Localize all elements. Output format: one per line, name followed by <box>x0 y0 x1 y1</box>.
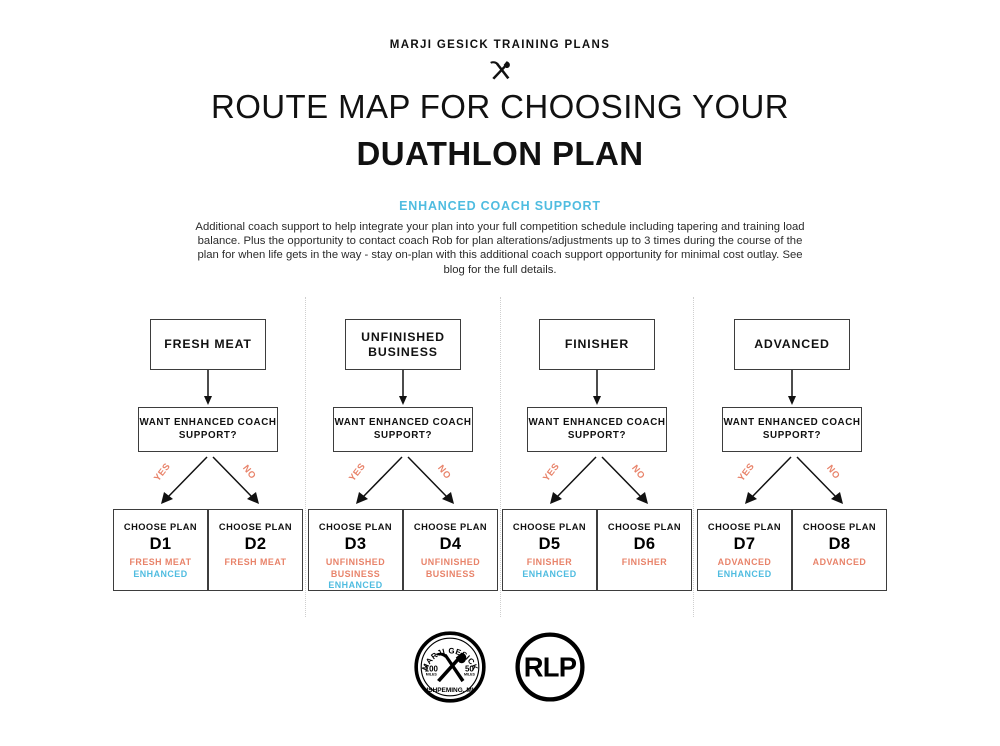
page-title-line1: ROUTE MAP FOR CHOOSING YOUR <box>211 88 789 125</box>
arrow-no-finisher <box>601 456 648 504</box>
footer-logos: MARJI GESICK 100 MILES 50 MILES ISHPEMIN… <box>0 631 1000 703</box>
plan-tag: UNFINISHED BUSINESS <box>325 557 386 579</box>
arrow-down-advanced <box>788 370 796 405</box>
start-node-advanced[interactable]: ADVANCED <box>734 319 850 370</box>
plan-enhanced-tag: ENHANCED <box>328 580 383 590</box>
marji-gesick-logo: MARJI GESICK 100 MILES 50 MILES ISHPEMIN… <box>414 631 486 703</box>
arrow-down-finisher <box>593 370 601 405</box>
plan-code: D6 <box>633 535 656 553</box>
plan-code: D1 <box>149 535 172 553</box>
marji-gesick-right-number: 50 <box>465 664 474 673</box>
arrow-no-advanced <box>796 456 843 504</box>
decision-node-advanced[interactable]: WANT ENHANCED COACH SUPPORT? <box>722 407 862 452</box>
plan-enhanced-tag: ENHANCED <box>133 568 188 579</box>
marji-gesick-left-unit: MILES <box>426 673 438 677</box>
plan-code: D2 <box>244 535 267 553</box>
plan-code: D7 <box>733 535 756 553</box>
plan-tag: FRESH MEAT <box>129 557 192 567</box>
plan-card-d1[interactable]: CHOOSE PLAN D1 FRESH MEAT ENHANCED <box>113 509 208 591</box>
plan-card-d8[interactable]: CHOOSE PLAN D8 ADVANCED <box>792 509 887 591</box>
decision-node-fresh-meat[interactable]: WANT ENHANCED COACH SUPPORT? <box>138 407 278 452</box>
plan-card-d6[interactable]: CHOOSE PLAN D6 FINISHER <box>597 509 692 591</box>
plan-tag: FINISHER <box>621 557 668 567</box>
arrow-no-fresh-meat <box>212 456 259 504</box>
marji-gesick-left-number: 100 <box>425 664 439 673</box>
plan-choose-label: CHOOSE PLAN <box>413 522 488 532</box>
start-node-fresh-meat[interactable]: FRESH MEAT <box>150 319 266 370</box>
page-kicker: MARJI GESICK TRAINING PLANS <box>389 39 611 51</box>
plan-choose-label: CHOOSE PLAN <box>707 522 782 532</box>
rlp-logo: RLP <box>515 632 585 702</box>
column-divider-2 <box>500 297 501 617</box>
arrow-down-fresh-meat <box>204 370 212 405</box>
plan-tag: UNFINISHED BUSINESS <box>420 557 481 579</box>
plan-code: D5 <box>538 535 561 553</box>
column-divider-3 <box>693 297 694 617</box>
enhanced-coach-support-heading: ENHANCED COACH SUPPORT <box>399 199 601 214</box>
plan-card-d3[interactable]: CHOOSE PLAN D3 UNFINISHED BUSINESS ENHAN… <box>308 509 403 591</box>
plan-choose-label: CHOOSE PLAN <box>318 522 393 532</box>
page-header: MARJI GESICK TRAINING PLANS ROUTE MAP FO… <box>0 39 1000 277</box>
plan-tag: ADVANCED <box>812 557 867 567</box>
plan-code: D8 <box>828 535 851 553</box>
plan-tag: FINISHER <box>526 557 573 567</box>
plan-code: D4 <box>439 535 462 553</box>
plan-card-d2[interactable]: CHOOSE PLAN D2 FRESH MEAT <box>208 509 303 591</box>
arrow-no-unfinished-business <box>407 456 454 504</box>
enhanced-coach-support-description: Additional coach support to help integra… <box>195 221 805 276</box>
page-title-line2: DUATHLON PLAN <box>356 134 644 172</box>
plan-card-d7[interactable]: CHOOSE PLAN D7 ADVANCED ENHANCED <box>697 509 792 591</box>
plan-tag: FRESH MEAT <box>224 557 287 567</box>
column-divider-1 <box>305 297 306 617</box>
plan-choose-label: CHOOSE PLAN <box>802 522 877 532</box>
marji-gesick-right-unit: MILES <box>464 673 476 677</box>
plan-choose-label: CHOOSE PLAN <box>218 522 293 532</box>
start-node-unfinished-business[interactable]: UNFINISHED BUSINESS <box>345 319 461 370</box>
plan-choose-label: CHOOSE PLAN <box>512 522 587 532</box>
rlp-logo-text: RLP <box>524 651 577 682</box>
arrow-yes-advanced <box>745 456 792 504</box>
plan-card-d4[interactable]: CHOOSE PLAN D4 UNFINISHED BUSINESS <box>403 509 498 591</box>
plan-card-d5[interactable]: CHOOSE PLAN D5 FINISHER ENHANCED <box>502 509 597 591</box>
arrow-yes-finisher <box>550 456 597 504</box>
plan-enhanced-tag: ENHANCED <box>717 568 772 579</box>
plan-enhanced-tag: ENHANCED <box>522 568 577 579</box>
start-node-finisher[interactable]: FINISHER <box>539 319 655 370</box>
decision-node-unfinished-business[interactable]: WANT ENHANCED COACH SUPPORT? <box>333 407 473 452</box>
route-map-flowchart: FRESH MEAT WANT ENHANCED COACH SUPPORT? … <box>0 39 1000 746</box>
arrow-yes-fresh-meat <box>161 456 208 504</box>
plan-choose-label: CHOOSE PLAN <box>123 522 198 532</box>
marji-gesick-location: ISHPEMING, MI <box>426 687 473 694</box>
plan-tag: ADVANCED <box>717 557 772 567</box>
arrow-down-unfinished-business <box>399 370 407 405</box>
plan-code: D3 <box>344 535 367 553</box>
arrow-yes-unfinished-business <box>356 456 403 504</box>
decision-node-finisher[interactable]: WANT ENHANCED COACH SUPPORT? <box>527 407 667 452</box>
crossed-pick-shovel-icon <box>0 60 1000 82</box>
plan-choose-label: CHOOSE PLAN <box>607 522 682 532</box>
